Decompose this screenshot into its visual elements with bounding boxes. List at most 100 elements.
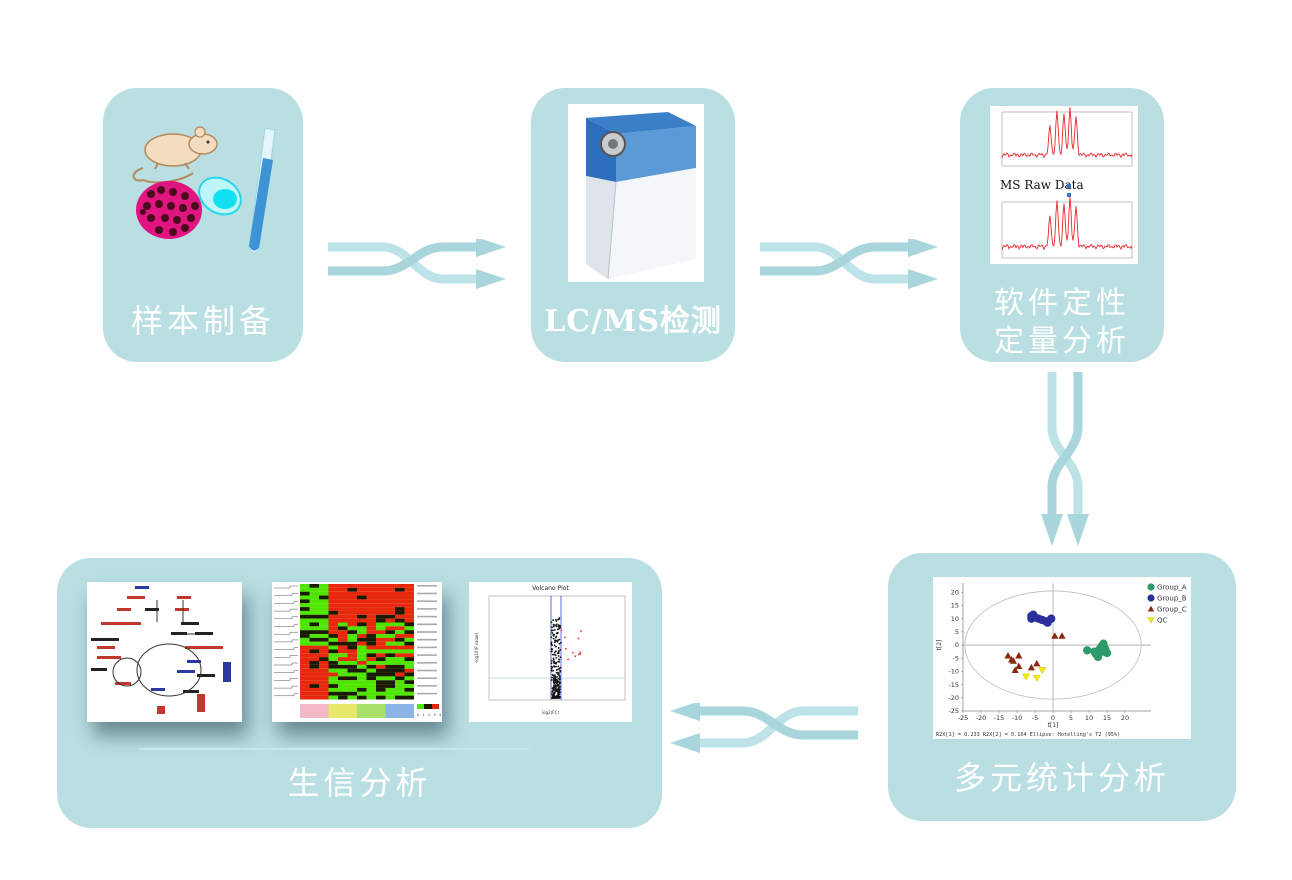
- heatmap-cell: [385, 684, 395, 688]
- heatmap-cell: [309, 614, 319, 619]
- heatmap-cell: [366, 599, 376, 604]
- heatmap-cell: [376, 672, 386, 677]
- heatmap-cell: [347, 599, 357, 604]
- row-label: [417, 600, 437, 602]
- y-tick-label: 20: [951, 588, 959, 596]
- volcano-point: [552, 689, 554, 692]
- heatmap-cell: [395, 595, 405, 600]
- volcano-point: [565, 647, 567, 650]
- heatmap-cell: [366, 649, 376, 654]
- volcano-point: [559, 648, 562, 651]
- heatmap-cell: [309, 684, 319, 688]
- volcano-point: [551, 676, 554, 679]
- heatmap-cell: [385, 676, 395, 681]
- heatmap-cell: [366, 691, 376, 696]
- volcano-point: [552, 695, 555, 697]
- heatmap-cell: [376, 684, 386, 688]
- volcano-point: [554, 690, 557, 693]
- heatmap-cell: [395, 691, 405, 696]
- volcano-point: [555, 657, 558, 659]
- heatmap-cell: [357, 634, 367, 638]
- heatmap-cell: [338, 630, 348, 635]
- heatmap-cell: [385, 637, 395, 642]
- volcano-point: [557, 651, 560, 653]
- heatmap-cell: [309, 641, 319, 646]
- color-scale-tick: 0: [417, 713, 419, 717]
- volcano-point: [549, 622, 552, 625]
- heatmap-cell: [395, 680, 405, 685]
- data-point: [1027, 663, 1035, 671]
- data-point: [1058, 632, 1066, 639]
- volcano-point: [558, 642, 561, 645]
- heatmap-cell: [376, 649, 386, 654]
- heatmap-cell: [366, 661, 376, 665]
- flow-arrow-4: [670, 703, 858, 753]
- heatmap-cell: [328, 691, 338, 696]
- heatmap-cell: [366, 637, 376, 642]
- heatmap-cell: [347, 603, 357, 608]
- volcano-point: [558, 658, 561, 661]
- step-software-analysis: MS Raw Data 软件定性 定量分析: [960, 88, 1164, 362]
- volcano-point: [557, 647, 560, 649]
- test-tube-icon: [248, 127, 276, 254]
- heatmap-cell: [328, 637, 338, 642]
- heatmap-cell: [404, 668, 414, 673]
- heatmap-cell: [366, 626, 376, 631]
- heatmap-cell: [404, 649, 414, 654]
- heatmap-cell: [376, 614, 386, 619]
- heatmap-cell: [385, 607, 395, 611]
- heatmap-cell: [319, 622, 329, 627]
- volcano-point: [551, 693, 553, 696]
- volcano-point: [552, 681, 555, 684]
- heatmap-cell: [347, 668, 357, 673]
- volcano-point: [553, 651, 556, 654]
- heatmap-cell: [309, 634, 319, 638]
- heatmap-cell: [300, 614, 310, 619]
- heatmap-cell: [404, 645, 414, 650]
- ms-chromatogram: [1001, 107, 1133, 259]
- heatmap-cell: [319, 684, 329, 688]
- heatmap-cell: [376, 603, 386, 608]
- volcano-point: [564, 636, 566, 639]
- heatmap-cell: [366, 645, 376, 650]
- heatmap-cell: [328, 622, 338, 627]
- x-tick-label: -5: [1032, 714, 1038, 722]
- heatmap-cell: [300, 672, 310, 677]
- heatmap-cell: [319, 614, 329, 619]
- heatmap-cell: [366, 680, 376, 685]
- heatmap-cell: [319, 641, 329, 646]
- volcano-point: [555, 669, 558, 671]
- heatmap-cell: [309, 672, 319, 677]
- heatmap-cell: [376, 661, 386, 665]
- heatmap-cell: [357, 584, 367, 588]
- heatmap-cell: [376, 591, 386, 596]
- heatmap-cell: [357, 599, 367, 604]
- volcano-point: [558, 667, 561, 670]
- heatmap-cell: [328, 595, 338, 600]
- heatmap-cell: [309, 630, 319, 635]
- volcano-point: [550, 667, 553, 670]
- volcano-point: [557, 624, 560, 626]
- heatmap-cell: [338, 584, 348, 588]
- heatmap-cell: [309, 587, 319, 592]
- heatmap-cell: [300, 691, 310, 696]
- heatmap-cell: [309, 584, 319, 588]
- volcano-title: Volcano Plot: [532, 585, 569, 592]
- heatmap-cell: [347, 610, 357, 615]
- heatmap-cell: [395, 584, 405, 588]
- heatmap-cell: [338, 607, 348, 611]
- volcano-point: [559, 666, 562, 669]
- volcano-point: [553, 641, 556, 644]
- heatmap-cell: [328, 684, 338, 688]
- heatmap-cell: [395, 664, 405, 669]
- x-tick-label: 15: [1103, 714, 1111, 722]
- heatmap-cell: [385, 614, 395, 619]
- volcano-point: [553, 677, 555, 680]
- legend-marker: [1147, 605, 1155, 612]
- heatmap-cell: [347, 614, 357, 619]
- heatmap-cell: [357, 618, 367, 623]
- volcano-point: [559, 641, 562, 644]
- heatmap-cell: [366, 622, 376, 627]
- heatmap-cell: [366, 595, 376, 600]
